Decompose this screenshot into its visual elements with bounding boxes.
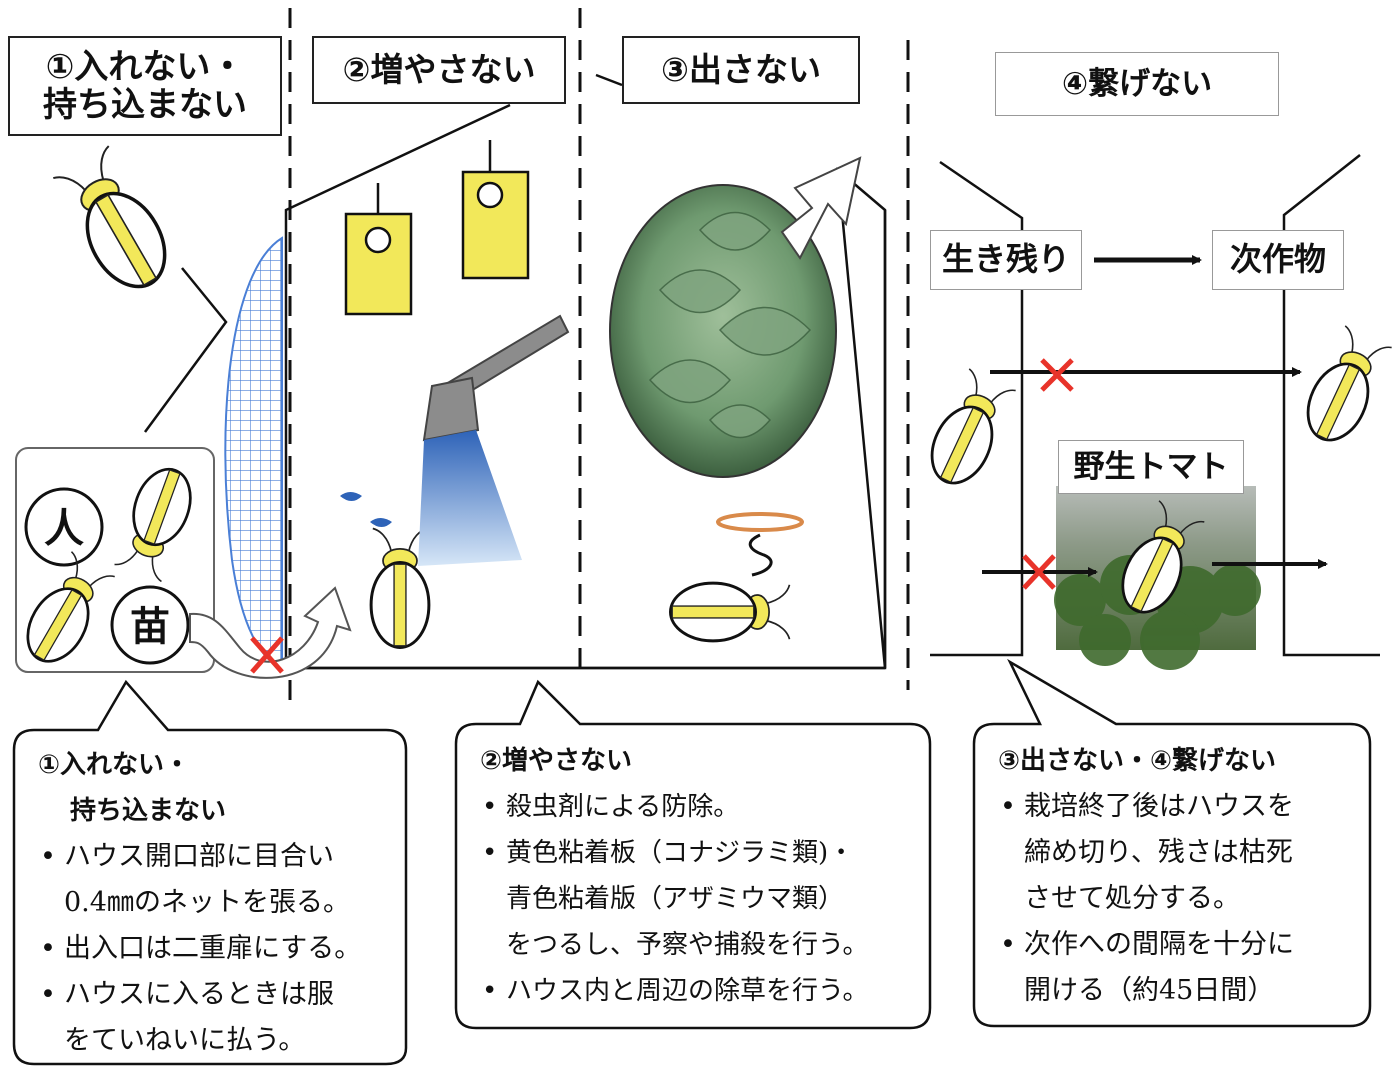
callout-2-bullet-2: 黄色粘着板（コナジラミ類)・ bbox=[480, 830, 928, 876]
seedling-label: 苗 bbox=[130, 604, 170, 650]
blocked-path-cross-icon bbox=[1040, 358, 1074, 392]
entry-blocked-cross-icon bbox=[250, 636, 284, 674]
plant-photo bbox=[609, 184, 837, 478]
entry-arrow bbox=[189, 586, 352, 679]
callout-3-bullet-1-cont2: させて処分する。 bbox=[1024, 883, 1240, 914]
greenhouse-outline bbox=[284, 73, 887, 670]
beetle-icon bbox=[49, 143, 183, 303]
callout-2-bullet-3: ハウス内と周辺の除草を行う。 bbox=[480, 968, 928, 1014]
tomato-blocked-cross-icon bbox=[1022, 554, 1056, 590]
callout-2-heading: ②増やさない bbox=[480, 746, 633, 776]
callout-1-text: ①入れない・ 持ち込まない ハウス開口部に目合い 0.4㎜のネットを張る。 出入… bbox=[38, 742, 398, 1064]
callout-1-bullet-1: ハウス開口部に目合い bbox=[38, 834, 398, 880]
insect-net bbox=[224, 236, 283, 670]
callout-2-bullet-2-cont2: をつるし、予察や捕殺を行う。 bbox=[506, 930, 869, 960]
step4-title: ④繋げない bbox=[995, 52, 1279, 116]
next-house-outline bbox=[1282, 154, 1380, 657]
sprayer-icon bbox=[418, 314, 570, 566]
callout-3-bullet-2: 次作への間隔を十分に bbox=[998, 922, 1366, 968]
callout-3-text: ③出さない・④繋げない 栽培終了後はハウスを 締め切り、残さは枯死 させて処分す… bbox=[998, 738, 1366, 1014]
callout-2-text: ②増やさない 殺虫剤による防除。 黄色粘着板（コナジラミ類)・ 青色粘着版（アザ… bbox=[480, 738, 928, 1014]
survivor-label: 生き残り bbox=[930, 230, 1082, 290]
splash-drops bbox=[340, 492, 392, 527]
callout-1-bullet-1-cont: 0.4㎜のネットを張る。 bbox=[64, 887, 350, 918]
callout-1-heading: ①入れない・ bbox=[38, 750, 191, 780]
step3-title: ③出さない bbox=[622, 36, 860, 104]
section-dividers bbox=[288, 8, 910, 700]
callout-1-bullet-3-cont: をていねいに払う。 bbox=[64, 1025, 306, 1056]
trap-icon bbox=[461, 140, 530, 280]
escape-arrow-icon bbox=[780, 156, 862, 260]
beetle-icon bbox=[919, 366, 1019, 495]
seedling-circle bbox=[110, 585, 190, 665]
callout-3-bullet-2-cont: 開ける（約45日間） bbox=[1024, 975, 1275, 1006]
halo-icon bbox=[716, 512, 804, 577]
person-label: 人 bbox=[44, 506, 84, 552]
entrance-line bbox=[143, 267, 228, 433]
previous-house-outline bbox=[930, 160, 1024, 657]
callout-2-bullet-1: 殺虫剤による防除。 bbox=[480, 784, 928, 830]
callout-3-bullet-1-cont: 締め切り、残さは枯死 bbox=[1024, 837, 1293, 868]
trap-icon bbox=[344, 183, 413, 316]
step2-title: ②増やさない bbox=[312, 36, 566, 104]
next-crop-label: 次作物 bbox=[1212, 230, 1344, 290]
callout-1-bullet-2: 出入口は二重扉にする。 bbox=[38, 926, 398, 972]
beetle-icon bbox=[669, 581, 791, 643]
step1-title: ①入れない・ 持ち込まない bbox=[8, 36, 282, 136]
person-circle bbox=[24, 487, 104, 567]
wild-tomato-label: 野生トマト bbox=[1058, 440, 1244, 494]
beetle-icon bbox=[1295, 323, 1395, 452]
callout-3-bullet-1: 栽培終了後はハウスを bbox=[998, 784, 1366, 830]
callout-1-heading-cont: 持ち込まない bbox=[70, 796, 227, 826]
callout-1-bullet-3: ハウスに入るときは服 bbox=[38, 972, 398, 1018]
callout-3-heading: ③出さない・④繋げない bbox=[998, 746, 1277, 776]
callout-2-bullet-2-cont: 青色粘着版（アザミウマ類） bbox=[506, 884, 845, 914]
